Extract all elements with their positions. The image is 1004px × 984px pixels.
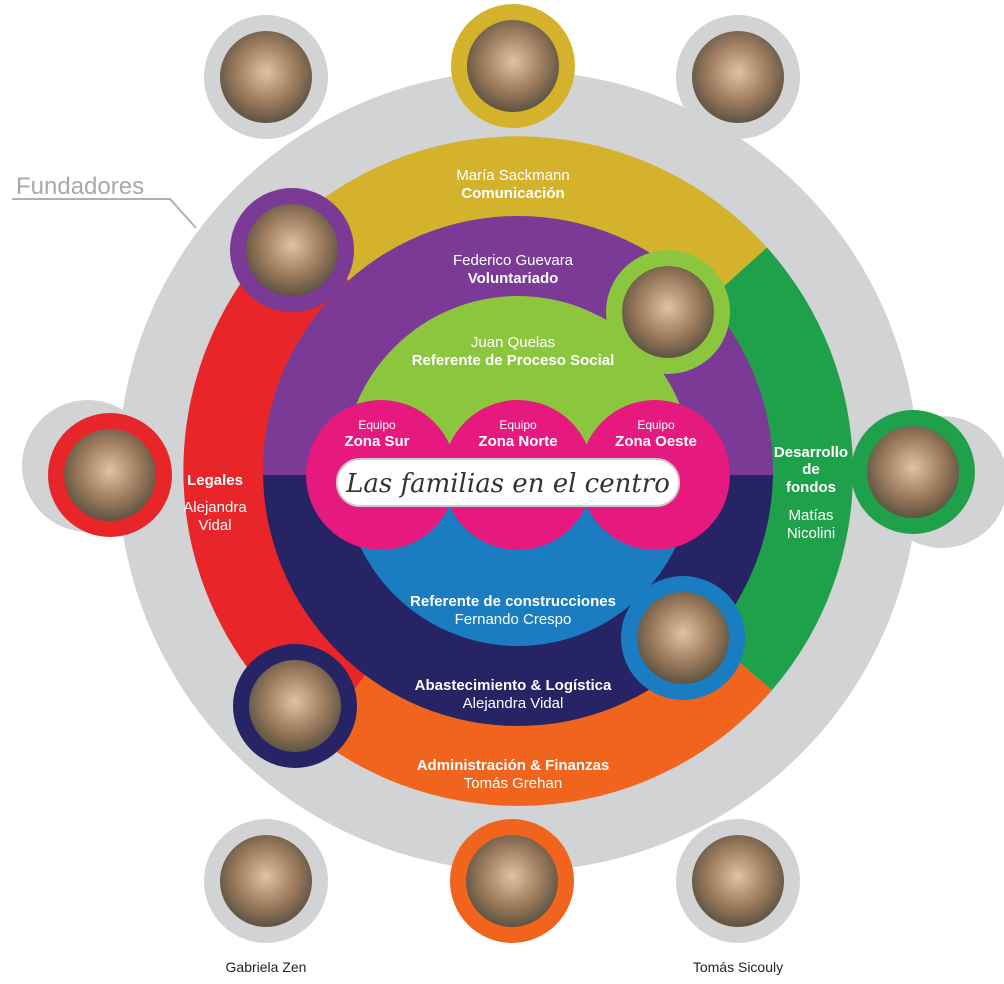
abastecimiento-role: Abastecimiento & Logística — [415, 677, 612, 694]
tagline-pill — [336, 458, 680, 507]
founder-name-tomas: Tomás Sicouly — [693, 959, 783, 975]
construcciones-avatar — [621, 576, 745, 700]
abastecimiento-avatar — [233, 644, 357, 768]
tagline-text: Las familias en el centro — [345, 469, 670, 499]
legales-avatar — [48, 413, 172, 537]
proceso-social-role: Referente de Proceso Social — [412, 352, 615, 369]
founder-avatar-bottom-left — [204, 819, 328, 943]
equipo-sur-small: Equipo — [358, 418, 396, 432]
founders-label: Fundadores — [16, 173, 144, 200]
founder-avatar-bottom-right — [676, 819, 800, 943]
founder-avatar-top-right — [676, 15, 800, 139]
desarrollo-role-line2: de — [802, 461, 820, 478]
administracion-avatar — [450, 819, 574, 943]
legales-role: Legales — [187, 472, 243, 489]
equipo-oeste-zone: Zona Oeste — [615, 433, 697, 450]
abastecimiento-name: Alejandra Vidal — [463, 695, 564, 712]
administracion-role: Administración & Finanzas — [417, 757, 610, 774]
desarrollo-role-line3: fondos — [786, 479, 836, 496]
desarrollo-name-line1: Matías — [788, 507, 833, 524]
construcciones-role: Referente de construcciones — [410, 593, 616, 610]
equipo-norte-zone: Zona Norte — [478, 433, 557, 450]
comunicacion-role: Comunicación — [461, 185, 564, 202]
voluntariado-name: Federico Guevara — [453, 252, 574, 269]
desarrollo-name-line2: Nicolini — [787, 525, 835, 542]
founder-name-gabriela: Gabriela Zen — [226, 959, 307, 975]
voluntariado-role: Voluntariado — [468, 270, 559, 287]
construcciones-name: Fernando Crespo — [455, 611, 572, 628]
founder-avatar-top-left — [204, 15, 328, 139]
desarrollo-role-line1: Desarrollo — [774, 444, 848, 461]
legales-name-line2: Vidal — [198, 517, 231, 534]
equipo-sur-zone: Zona Sur — [344, 433, 409, 450]
voluntariado-avatar — [230, 188, 354, 312]
comunicacion-name: María Sackmann — [456, 167, 569, 184]
desarrollo-avatar — [851, 410, 975, 534]
equipo-oeste-small: Equipo — [637, 418, 675, 432]
founders-callout-line — [12, 198, 197, 229]
proceso-social-avatar — [606, 250, 730, 374]
equipo-norte-small: Equipo — [499, 418, 537, 432]
legales-name-line1: Alejandra — [183, 499, 247, 516]
administracion-name: Tomás Grehan — [464, 775, 562, 792]
comunicacion-avatar — [451, 4, 575, 128]
proceso-social-name: Juan Quelas — [471, 334, 555, 351]
